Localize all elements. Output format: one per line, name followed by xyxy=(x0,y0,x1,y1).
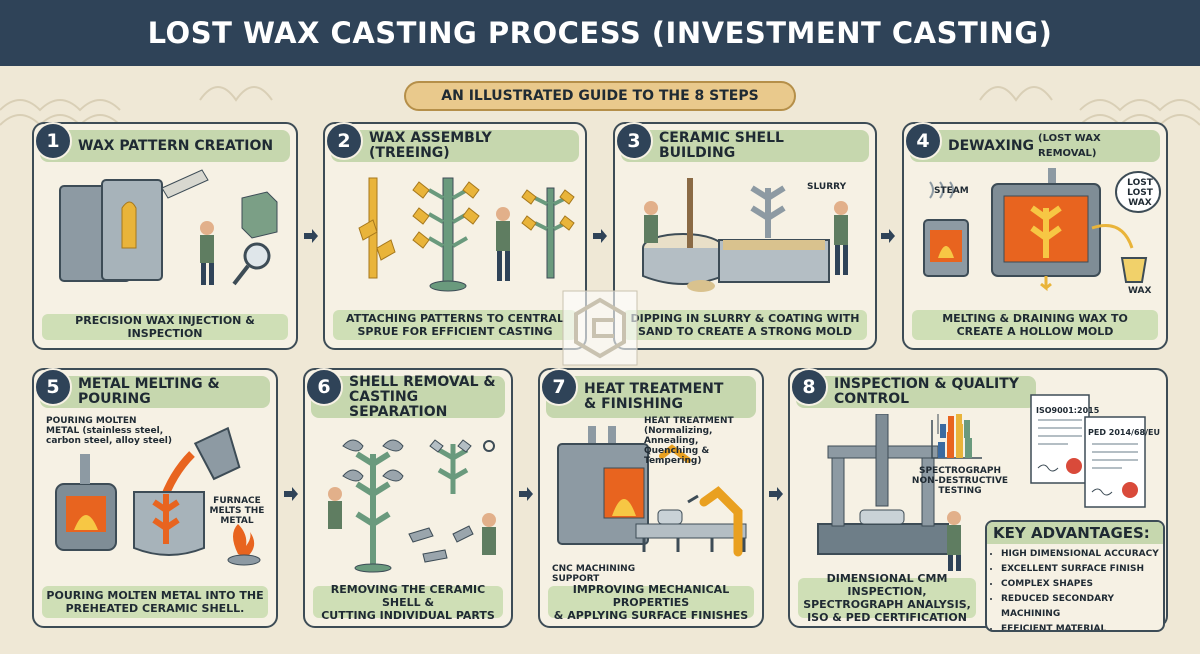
step-4-caption: MELTING & DRAINING WAX TO CREATE A HOLLO… xyxy=(912,310,1158,340)
subtitle-ribbon: AN ILLUSTRATED GUIDE TO THE 8 STEPS xyxy=(404,81,796,111)
cmm-inspection-illustration xyxy=(817,414,970,571)
key-advantages-box: KEY ADVANTAGES: HIGH DIMENSIONAL ACCURAC… xyxy=(985,520,1165,632)
step-6-caption: REMOVING THE CERAMIC SHELL & CUTTING IND… xyxy=(313,583,503,622)
step-4-card: 4 DEWAXING (LOST WAX REMOVAL) STEAM LOST… xyxy=(902,122,1168,350)
wax-injection-illustration xyxy=(59,169,278,286)
step-2-title: WAX ASSEMBLY (TREEING) xyxy=(369,130,492,161)
step-7-header: 7 HEAT TREATMENT & FINISHING xyxy=(540,368,756,418)
key-advantages-list: HIGH DIMENSIONAL ACCURACY EXCELLENT SURF… xyxy=(987,547,1163,630)
wax-label: WAX xyxy=(1128,286,1152,296)
advantage-item: COMPLEX SHAPES xyxy=(1001,577,1163,592)
step-2-number: 2 xyxy=(325,122,363,160)
step-6-header: 6 SHELL REMOVAL & CASTING SEPARATION xyxy=(305,368,505,420)
step-1-number: 1 xyxy=(34,122,72,160)
arrow-right-icon xyxy=(593,229,607,243)
page-title: LOST WAX CASTING PROCESS (INVESTMENT CAS… xyxy=(147,16,1053,50)
step-5-title: METAL MELTING & POURING xyxy=(78,376,220,407)
certificate-icon xyxy=(1030,394,1090,484)
step-3-caption: DIPPING IN SLURRY & COATING WITH SAND TO… xyxy=(623,310,867,340)
step-4-title: DEWAXING xyxy=(948,137,1035,154)
step-8-title: INSPECTION & QUALITY CONTROL xyxy=(834,376,1019,407)
step-6-number: 6 xyxy=(305,368,343,406)
step-1-caption: PRECISION WAX INJECTION & INSPECTION xyxy=(42,314,288,340)
advantage-item: EFFICIENT MATERIAL UTILIZATION xyxy=(1001,622,1163,630)
arrow-right-icon xyxy=(769,487,783,501)
arrow-right-icon xyxy=(881,229,895,243)
step-1-card: 1 WAX PATTERN CREATION PRECISION WAX INJ… xyxy=(32,122,298,350)
certificate-icon xyxy=(1084,416,1146,508)
step-5-caption: POURING MOLTEN METAL INTO THE PREHEATED … xyxy=(42,586,268,618)
bar-chart-icon xyxy=(931,420,982,459)
step-4-header: 4 DEWAXING (LOST WAX REMOVAL) xyxy=(904,122,1160,162)
steam-label: STEAM xyxy=(934,186,969,196)
advantage-item: REDUCED SECONDARY MACHINING xyxy=(1001,592,1163,622)
step-4-number: 4 xyxy=(904,122,942,160)
step-2-header: 2 WAX ASSEMBLY (TREEING) xyxy=(325,122,579,162)
shell-removal-illustration xyxy=(328,439,496,573)
step-4-title-group: DEWAXING (LOST WAX REMOVAL) xyxy=(948,130,1156,162)
dewaxing-oven-illustration xyxy=(923,168,1161,292)
step-5-card: 5 METAL MELTING & POURING POURING MOLTEN… xyxy=(32,368,278,628)
arrow-right-icon xyxy=(519,487,533,501)
key-advantages-title: KEY ADVANTAGES: xyxy=(987,522,1163,544)
step-1-title: WAX PATTERN CREATION xyxy=(78,137,274,154)
arrow-right-icon xyxy=(284,487,298,501)
furnace-label: FURNACE MELTS THE METAL xyxy=(209,496,265,526)
spectrograph-label: SPECTROGRAPH NON-DESTRUCTIVE TESTING xyxy=(911,466,1009,496)
cnc-machining-label: CNC MACHINING SUPPORT xyxy=(552,564,636,584)
step-2-caption: ATTACHING PATTERNS TO CENTRAL SPRUE FOR … xyxy=(333,310,577,340)
step-7-caption: IMPROVING MECHANICAL PROPERTIES & APPLYI… xyxy=(548,583,754,622)
advantage-item: EXCELLENT SURFACE FINISH xyxy=(1001,562,1163,577)
step-3-header: 3 CERAMIC SHELL BUILDING xyxy=(615,122,869,162)
arrow-right-icon xyxy=(304,229,318,243)
wax-tree-illustration xyxy=(358,177,575,292)
step-3-title: CERAMIC SHELL BUILDING xyxy=(659,130,784,161)
metal-pouring-illustration xyxy=(55,426,261,566)
ped-certificate-label: PED 2014/68/EU xyxy=(1088,428,1160,437)
heat-treatment-label: HEAT TREATMENT (Normalizing, Annealing, … xyxy=(644,416,734,466)
step-7-title: HEAT TREATMENT & FINISHING xyxy=(584,381,724,412)
pouring-label: POURING MOLTEN METAL (stainless steel, c… xyxy=(46,416,173,446)
step-8-number: 8 xyxy=(790,368,828,406)
step-6-card: 6 SHELL REMOVAL & CASTING SEPARATION REM… xyxy=(303,368,513,628)
step-6-title: SHELL REMOVAL & CASTING SEPARATION xyxy=(349,373,496,420)
step-3-card: 3 CERAMIC SHELL BUILDING SLURRY DIPPING … xyxy=(613,122,877,350)
step-5-number: 5 xyxy=(34,368,72,406)
title-bar: LOST WAX CASTING PROCESS (INVESTMENT CAS… xyxy=(0,0,1200,66)
step-4-title-note: (LOST WAX REMOVAL) xyxy=(1038,133,1101,159)
iso-certificate-label: ISO9001:2015 xyxy=(1036,406,1100,415)
step-1-header: 1 WAX PATTERN CREATION xyxy=(34,122,290,162)
step-8-header: 8 INSPECTION & QUALITY CONTROL xyxy=(790,368,1036,408)
step-8-caption: DIMENSIONAL CMM INSPECTION, SPECTROGRAPH… xyxy=(798,572,976,624)
step-7-number: 7 xyxy=(540,368,578,406)
advantage-item: HIGH DIMENSIONAL ACCURACY xyxy=(1001,547,1163,562)
step-5-header: 5 METAL MELTING & POURING xyxy=(34,368,270,408)
step-2-card: 2 WAX ASSEMBLY (TREEING) ATTACHING PATTE… xyxy=(323,122,587,350)
ceramic-dipping-illustration xyxy=(642,178,848,292)
lost-wax-bubble-label: LOST LOST WAX xyxy=(1127,178,1153,208)
watermark-logo xyxy=(562,290,638,366)
step-7-card: 7 HEAT TREATMENT & FINISHING HEAT TREATM… xyxy=(538,368,764,628)
slurry-label: SLURRY xyxy=(807,182,847,192)
heat-treatment-illustration xyxy=(557,426,747,557)
step-3-number: 3 xyxy=(615,122,653,160)
